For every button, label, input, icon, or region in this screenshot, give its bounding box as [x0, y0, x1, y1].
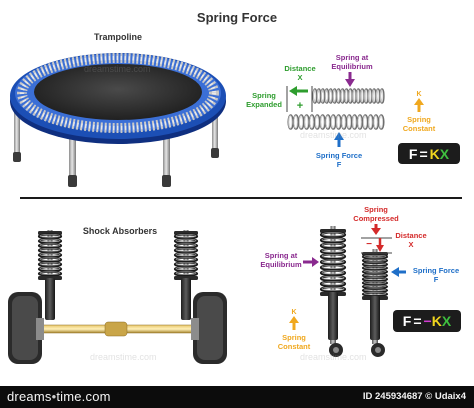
spring-at-equilibrium-label-bottom: Spring at	[265, 251, 298, 260]
compressed-arrow-icon	[371, 224, 381, 235]
watermark: dreamstime.com	[84, 64, 151, 74]
distance-x-label: X	[297, 73, 302, 82]
footer-brand-b: time.com	[56, 389, 111, 404]
formula-x: X	[440, 146, 450, 162]
spring-force-label: Spring Force	[316, 151, 362, 160]
spring-at-equilibrium-coil-icon	[312, 88, 385, 104]
svg-text:F=−KX: F=−KX	[403, 313, 452, 329]
formula-x-bottom: X	[442, 313, 452, 329]
spring-constant-label: Spring	[407, 115, 431, 124]
spring-at-equilibrium-label-bottom-2: Equilibrium	[260, 260, 302, 269]
left-wheel-icon	[8, 292, 44, 364]
distance-label-bottom: Distance	[395, 231, 426, 240]
spring-force-diagram: Spring Force Trampoline Distance	[8, 10, 462, 364]
formula-k-bottom: K	[432, 313, 442, 329]
spring-constant-k-label: K	[416, 91, 421, 98]
formula-minus-bottom: −	[424, 313, 432, 329]
spring-force-label-bottom: Spring Force	[413, 266, 459, 275]
watermark-3: dreamstime.com	[90, 352, 157, 362]
spring-force-arrow-bottom-icon	[391, 267, 406, 277]
spring-force-f-label: F	[337, 160, 342, 169]
page-title: Spring Force	[197, 10, 277, 25]
footer-brand-dot: •	[51, 389, 57, 404]
right-wheel-icon	[191, 292, 227, 364]
spring-compressed-label: Spring	[364, 205, 388, 214]
spring-expanded-label: Spring	[252, 91, 276, 100]
formula-box-top: F=KX	[398, 143, 460, 164]
right-shock-absorber-illustration	[173, 230, 199, 320]
spring-at-equilibrium-label: Spring at	[336, 53, 369, 62]
watermark-2: dreamstime.com	[300, 130, 367, 140]
formula-box-bottom: F=−KX	[393, 310, 461, 332]
spring-constant-label-2: Constant	[403, 124, 436, 133]
spring-compressed-label-2: Compressed	[353, 214, 399, 223]
footer-bar: dreams•time.com ID 245934687 © Udaix4	[0, 386, 474, 408]
footer-brand-a: dreams	[7, 389, 52, 404]
spring-constant-k-label-bottom: K	[291, 309, 296, 316]
watermark-4: dreamstime.com	[300, 352, 367, 362]
trampoline-legs	[13, 110, 219, 187]
footer-brand: dreams•time.com	[7, 389, 111, 404]
distance-x-label-bottom: X	[408, 240, 413, 249]
distance-label: Distance	[284, 64, 315, 73]
formula-equals: =	[419, 146, 427, 162]
equilibrium-arrow-icon	[345, 72, 355, 87]
minus-sign: −	[366, 239, 372, 250]
spring-at-equilibrium-label-2: Equilibrium	[331, 62, 373, 71]
spring-constant-label-bottom: Spring	[282, 333, 306, 342]
distance-arrow-icon	[289, 86, 308, 96]
wheel-axle-illustration	[8, 230, 227, 364]
spring-expanded-coil-icon	[287, 114, 385, 130]
spring-expanded-label-2: Expanded	[246, 100, 282, 109]
spring-force-arrow-icon	[334, 132, 344, 147]
spring-constant-arrow-icon	[414, 98, 424, 112]
svg-text:F=KX: F=KX	[409, 146, 450, 162]
formula-k: K	[430, 146, 440, 162]
spring-constant-label-bottom-2: Constant	[278, 342, 311, 351]
spring-constant-arrow-bottom-icon	[289, 316, 299, 330]
footer-id: ID 245934687 © Udaix4	[362, 391, 466, 402]
shock-absorber-compressed-illustration	[361, 249, 389, 357]
equilibrium-arrow-bottom-icon	[303, 257, 319, 267]
spring-expanded-diagram	[286, 86, 385, 130]
trampoline-illustration	[10, 53, 226, 187]
spring-force-f-label-bottom: F	[434, 275, 439, 284]
distance-down-arrow-icon	[376, 238, 384, 252]
formula-f-bottom: F	[403, 313, 412, 329]
shock-absorber-equilibrium-illustration	[319, 226, 347, 357]
formula-f: F	[409, 146, 418, 162]
plus-sign: +	[297, 100, 303, 112]
formula-equals-bottom: =	[413, 313, 421, 329]
shock-absorbers-caption: Shock Absorbers	[83, 226, 157, 236]
trampoline-caption: Trampoline	[94, 32, 142, 42]
left-shock-absorber-illustration	[37, 230, 63, 320]
